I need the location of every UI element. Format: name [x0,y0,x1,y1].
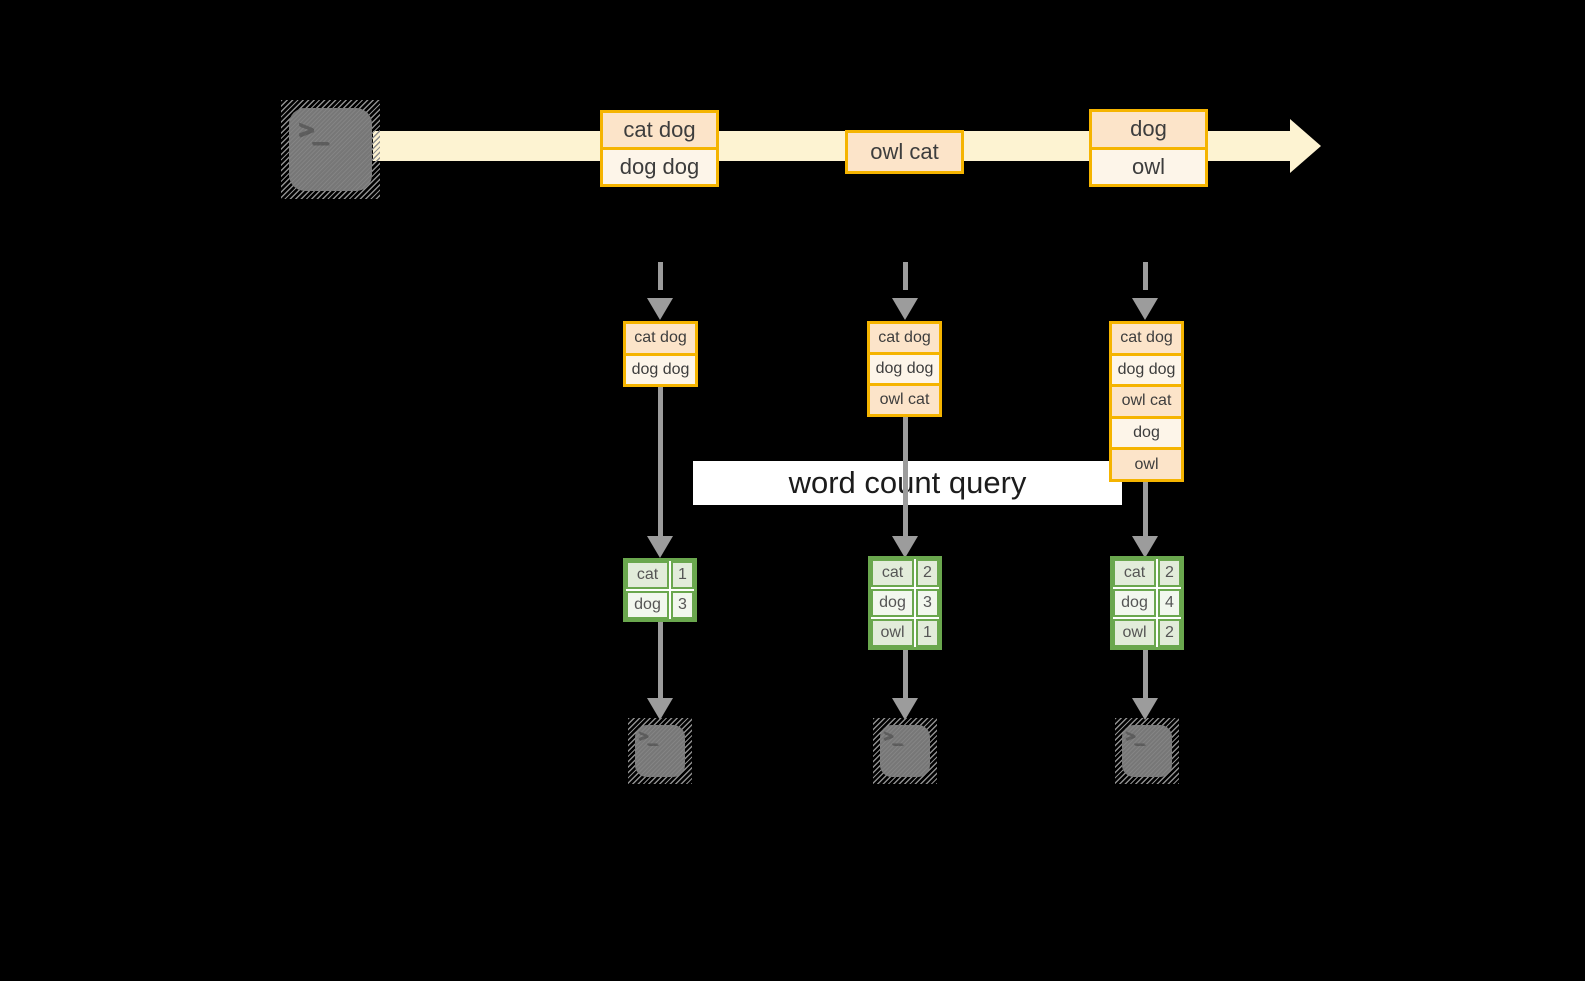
stream-arrowhead-icon [1290,119,1321,173]
count-value-cell: 3 [671,591,694,619]
terminal-prompt-icon: >_ [298,114,328,145]
count-value-cell: 4 [1158,589,1181,617]
stream-record: cat dog [603,113,716,147]
output-arrow-head-icon [892,698,918,720]
stream-record: dog dog [603,147,716,184]
source-terminal-icon: >_ [281,100,380,199]
count-value-cell: 2 [1158,619,1181,647]
terminal-prompt-icon: >_ [883,726,903,746]
count-word-cell: cat [871,559,914,587]
terminal-body [880,725,930,777]
state-record: owl cat [870,383,939,414]
state-record: owl cat [1112,384,1181,416]
sink-terminal-icon: >_ [628,718,692,784]
count-word-cell: dog [1113,589,1156,617]
query-label: word count query [788,465,1027,500]
query-arrow [658,386,663,536]
count-word-cell: cat [1113,559,1156,587]
query-arrow-head-icon [1132,536,1158,558]
query-arrow [1143,481,1148,536]
dashed-arrow-head-icon [647,298,673,320]
count-word-cell: owl [1113,619,1156,647]
terminal-prompt-icon: >_ [1125,726,1145,746]
state-record: dog [1112,415,1181,448]
state-record: dog dog [1112,352,1181,385]
terminal-body [1122,725,1172,777]
dashed-arrow [658,262,663,290]
output-arrow-head-icon [1132,698,1158,720]
state-record: cat dog [1112,324,1181,353]
terminal-body [289,108,372,191]
query-arrow-head-icon [892,536,918,558]
state-record: dog dog [870,352,939,383]
stream-record: owl [1092,146,1205,184]
count-value-cell: 2 [1158,559,1181,587]
dashed-arrow [1143,262,1148,290]
stream-event-box: owl cat [845,130,964,174]
count-value-cell: 1 [671,561,694,589]
state-record: cat dog [870,324,939,352]
count-word-cell: owl [871,619,914,647]
state-record: dog dog [626,352,695,384]
output-arrow [903,650,908,698]
sink-terminal-icon: >_ [1115,718,1179,784]
dashed-arrow-head-icon [892,298,918,320]
sink-terminal-icon: >_ [873,718,937,784]
query-arrow-head-icon [647,536,673,558]
count-value-cell: 1 [916,619,939,647]
stream-record: dog [1092,112,1205,147]
count-word-cell: dog [626,591,669,619]
terminal-body [635,725,685,777]
output-arrow-head-icon [647,698,673,720]
count-word-cell: cat [626,561,669,589]
state-record: cat dog [626,324,695,353]
dashed-arrow [903,262,908,290]
count-value-cell: 3 [916,589,939,617]
dashed-arrow-head-icon [1132,298,1158,320]
query-label-strip: word count query [693,461,1122,505]
query-arrow [903,416,908,536]
count-value-cell: 2 [916,559,939,587]
terminal-prompt-icon: >_ [638,726,658,746]
output-arrow [658,622,663,698]
output-arrow [1143,650,1148,698]
state-record: owl [1112,447,1181,479]
count-word-cell: dog [871,589,914,617]
stream-record: owl cat [848,133,961,171]
